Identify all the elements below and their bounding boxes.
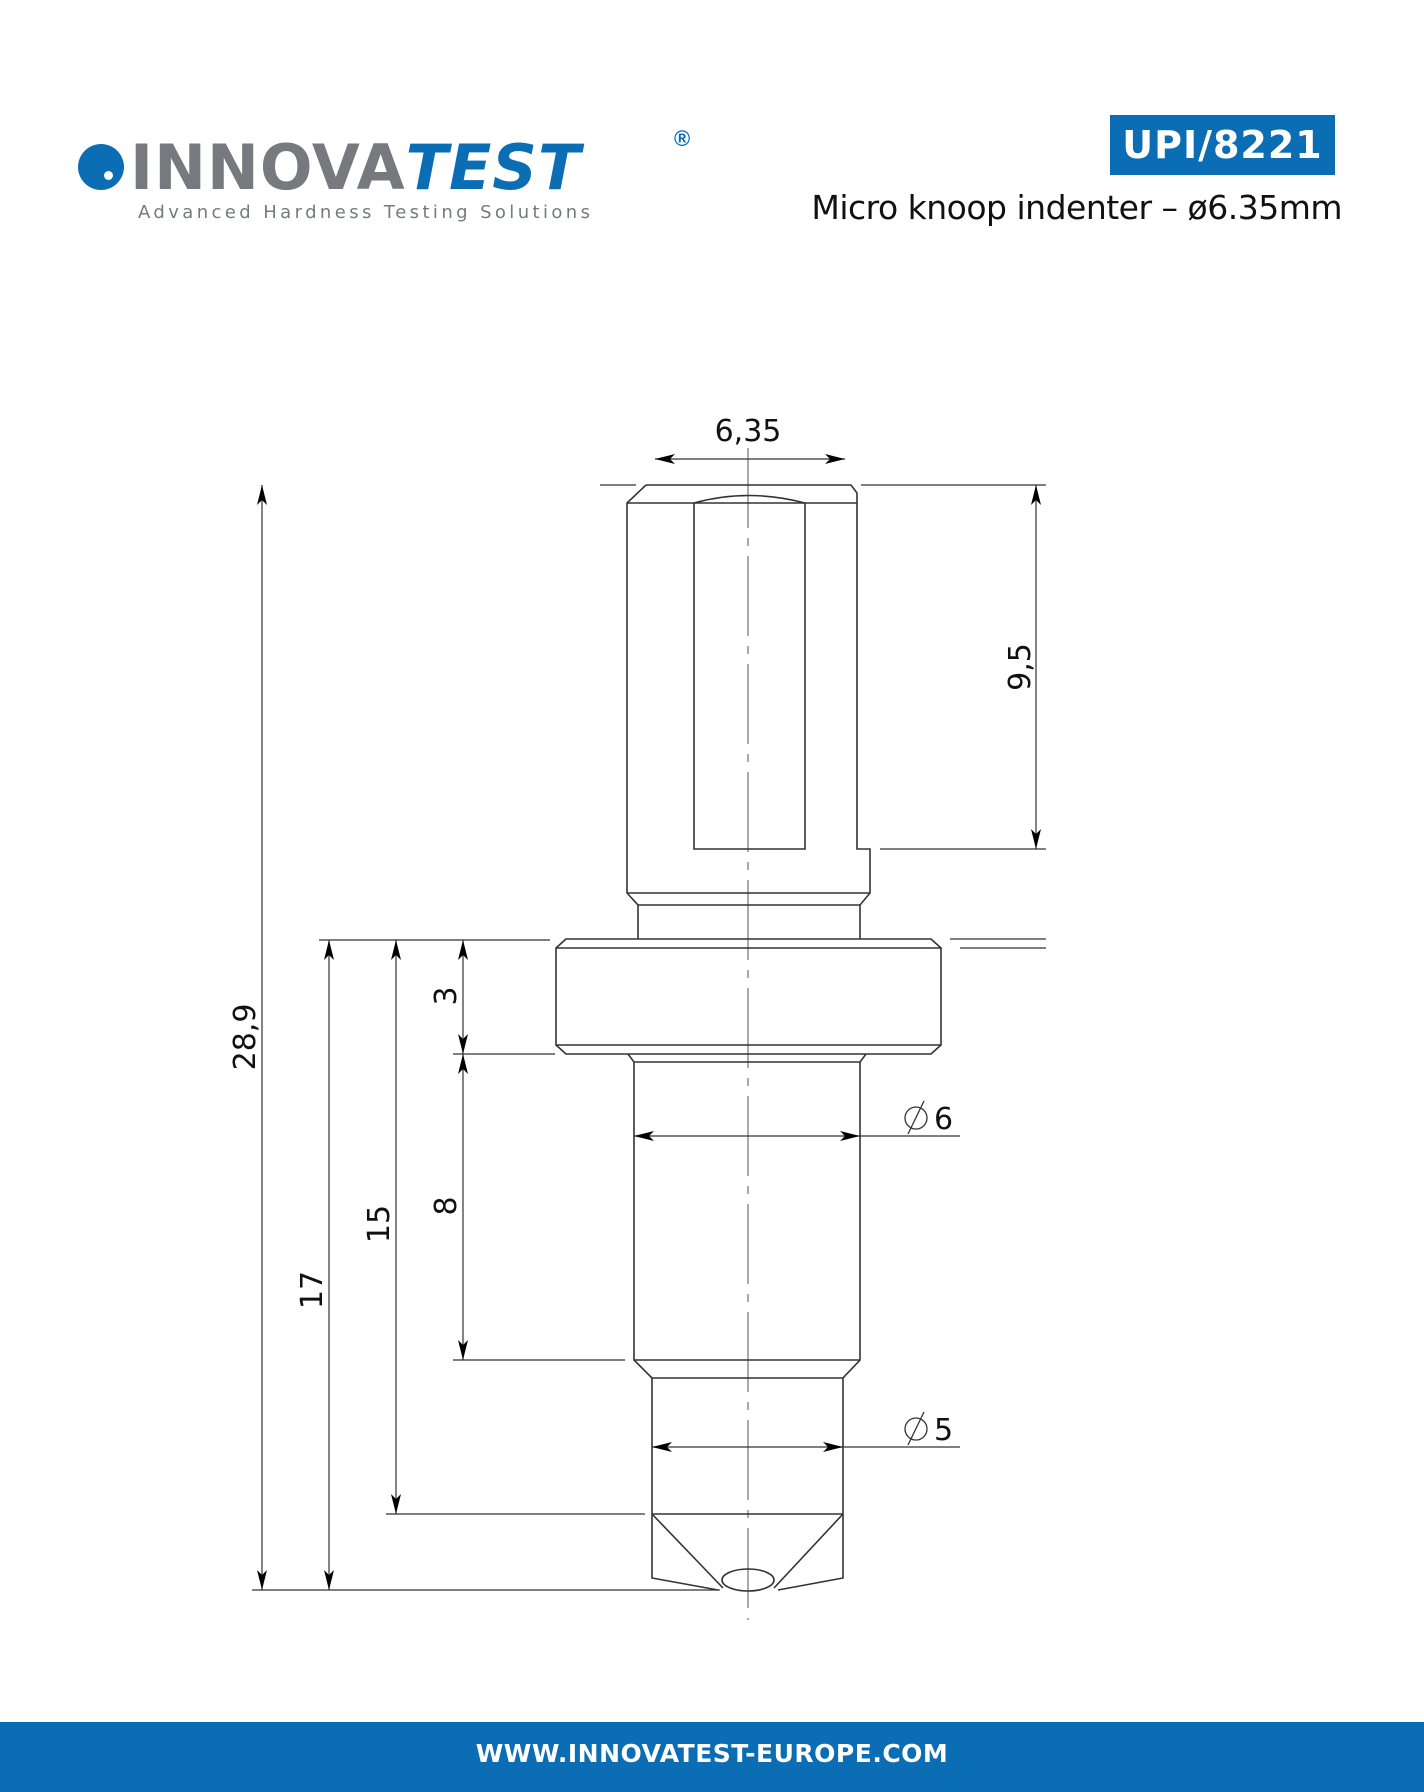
dim-upper-length: 9,5 (1003, 643, 1038, 691)
footer-bar: WWW.INNOVATEST-EUROPE.COM (0, 1722, 1424, 1792)
dim-top-width: 6,35 (715, 414, 782, 449)
dimension-labels: 6,35 9,5 28,9 17 15 3 8 6 5 (228, 414, 1038, 1448)
product-code-badge: UPI/8221 (1110, 115, 1335, 175)
diameter-symbol-icon (904, 1411, 928, 1446)
part-outline (555, 448, 942, 1620)
innovatest-logo: INNOVATEST ® Advanced Hardness Testing S… (78, 126, 690, 230)
dim-shank-length: 8 (429, 1196, 464, 1215)
dim-diameter-6: 6 (934, 1102, 953, 1137)
dim-total-length: 28,9 (228, 1004, 263, 1071)
product-subtitle: Micro knoop indenter – ø6.35mm (811, 188, 1342, 227)
diameter-symbol-icon (904, 1100, 928, 1135)
dim-diameter-5: 5 (934, 1413, 953, 1448)
registered-icon: ® (674, 126, 691, 151)
dimension-lines (252, 454, 1046, 1591)
dim-flange-height: 3 (429, 986, 464, 1005)
logo-wordmark: INNOVATEST (130, 131, 582, 204)
dim-length-15: 15 (362, 1205, 397, 1243)
logo-tagline: Advanced Hardness Testing Solutions (138, 202, 594, 223)
logo-dot-icon (78, 144, 124, 190)
dim-length-17: 17 (295, 1271, 330, 1309)
website-link[interactable]: WWW.INNOVATEST-EUROPE.COM (475, 1739, 949, 1768)
